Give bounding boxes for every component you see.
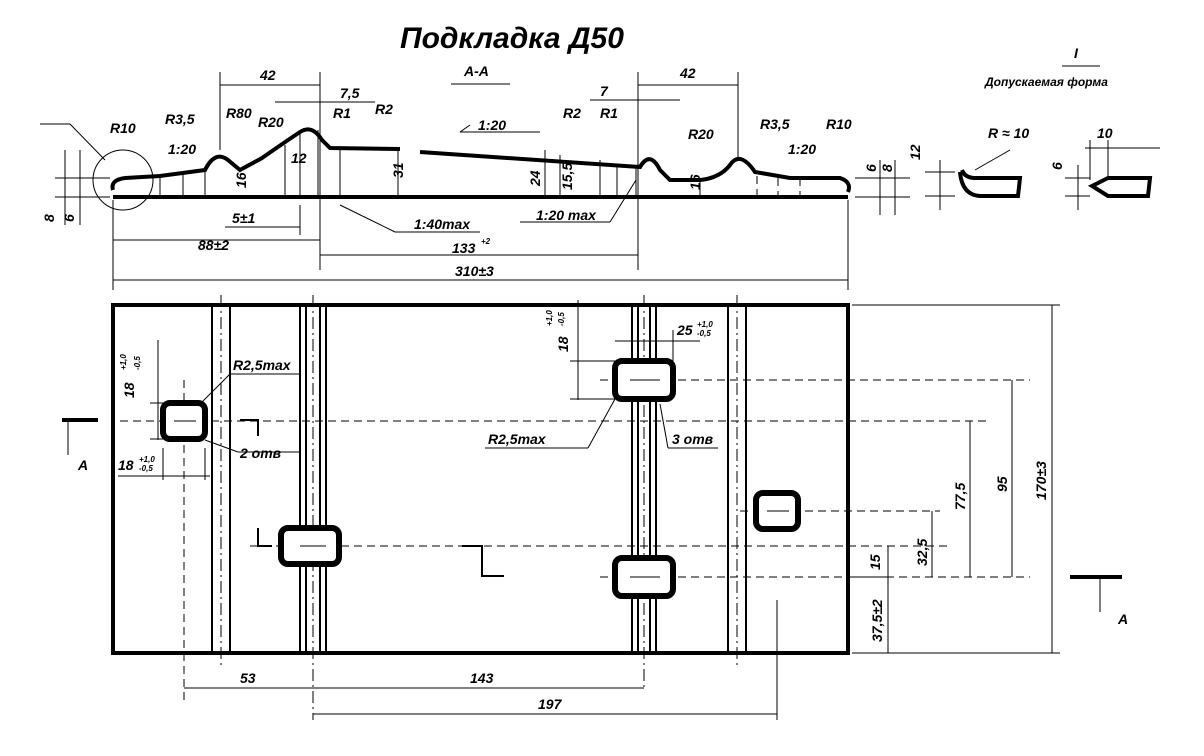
detail-marker: I: [1074, 45, 1079, 61]
label-8-right: 8: [879, 164, 895, 172]
label-143: 143: [470, 670, 494, 686]
label-hole-left-18-top: 18: [121, 382, 137, 398]
profile-labels: R10 R3,5 R80 R20 R1 R2 R2 R1 R20 R3,5 R1…: [41, 65, 895, 279]
label-slope-top: 1:20: [478, 117, 506, 133]
label-hole-left-bottom-tol-plus: +1,0: [139, 455, 155, 464]
label-37-5: 37,5±2: [869, 599, 885, 642]
label-r1-left: R1: [333, 105, 351, 121]
label-r2-left: R2: [375, 101, 393, 117]
label-hole-right-25-tol-minus: -0,5: [697, 329, 711, 338]
label-holes-2: 2 отв: [239, 445, 282, 461]
label-7-5: 7,5: [340, 85, 360, 101]
label-6-right: 6: [863, 164, 879, 172]
label-hole-right-25-tol-plus: +1,0: [697, 320, 713, 329]
label-12: 12: [291, 150, 307, 166]
label-hole-left-tol-minus: -0,5: [133, 356, 142, 370]
label-r2-5-left: R2,5max: [233, 357, 292, 373]
label-slope-right: 1:20: [788, 141, 816, 157]
label-88-2: 88±2: [198, 237, 229, 253]
label-197: 197: [538, 696, 563, 712]
detail-label-12: 12: [907, 144, 923, 160]
drawing-title: Подкладка Д50: [400, 22, 624, 55]
label-hole-right-18: 18: [555, 336, 571, 352]
label-r20-left: R20: [258, 114, 284, 130]
label-hole-right-tol-plus: +1,0: [545, 310, 554, 326]
label-32-5: 32,5: [914, 539, 930, 566]
label-5-1: 5±1: [232, 210, 255, 226]
section-marker-left: А: [77, 457, 88, 473]
label-r35-right: R3,5: [760, 116, 790, 132]
label-hole-left-bottom-tol-minus: -0,5: [139, 464, 153, 473]
label-310-3: 310±3: [455, 263, 494, 279]
cross-section-profile: [40, 123, 851, 211]
label-slope-left: 1:20: [168, 141, 196, 157]
label-r2-5-right: R2,5max: [488, 431, 547, 447]
label-r10-right: R10: [826, 116, 852, 132]
profile-dimension-lines: [55, 72, 910, 290]
label-hole-left-tol-plus: +1,0: [119, 354, 128, 370]
plan-dimension-lines: [118, 300, 1060, 720]
label-7: 7: [600, 83, 609, 99]
label-r10-left: R10: [110, 120, 136, 136]
detail-caption: Допускаемая форма: [984, 75, 1108, 89]
label-hole-left-18-bottom: 18: [118, 457, 134, 473]
label-r20-right: R20: [688, 126, 714, 142]
label-r35-left: R3,5: [165, 111, 195, 127]
label-6-left: 6: [61, 214, 77, 222]
label-r2-right: R2: [563, 105, 581, 121]
label-r80: R80: [226, 105, 252, 121]
label-31: 31: [390, 162, 406, 178]
detail-shapes: 12 6 10 R ≈ 10: [907, 125, 1160, 210]
label-8-left: 8: [41, 214, 57, 222]
label-16-right: 16: [687, 174, 703, 190]
label-hole-right-25: 25: [676, 322, 693, 338]
section-label: А-А: [463, 63, 489, 79]
detail-label-6: 6: [1049, 162, 1065, 170]
label-42-left: 42: [259, 67, 276, 83]
detail-label-10: 10: [1097, 125, 1113, 141]
plan-labels: 18 +1,0 -0,5 18 +1,0 -0,5 R2,5max 2 отв …: [77, 310, 1128, 712]
label-53: 53: [240, 670, 256, 686]
label-hole-right-tol-minus: -0,5: [557, 312, 566, 326]
label-42-right: 42: [679, 65, 696, 81]
label-77-5: 77,5: [952, 483, 968, 510]
label-16-left: 16: [233, 172, 249, 188]
label-15-5: 15,5: [559, 163, 575, 190]
label-slope-20max: 1:20 max: [536, 207, 597, 223]
section-marker-right: А: [1117, 611, 1128, 627]
label-r1-right: R1: [600, 105, 618, 121]
label-holes-3: 3 отв: [672, 431, 714, 447]
label-95: 95: [994, 476, 1010, 492]
label-170: 170±3: [1033, 461, 1049, 500]
label-133-tol: +2: [481, 237, 491, 246]
label-24: 24: [527, 170, 543, 187]
label-slope-40max: 1:40max: [414, 216, 471, 232]
plan-view: [62, 295, 1122, 720]
label-133: 133: [452, 240, 476, 256]
detail-label-r: R ≈ 10: [988, 125, 1029, 141]
label-15: 15: [867, 554, 883, 570]
